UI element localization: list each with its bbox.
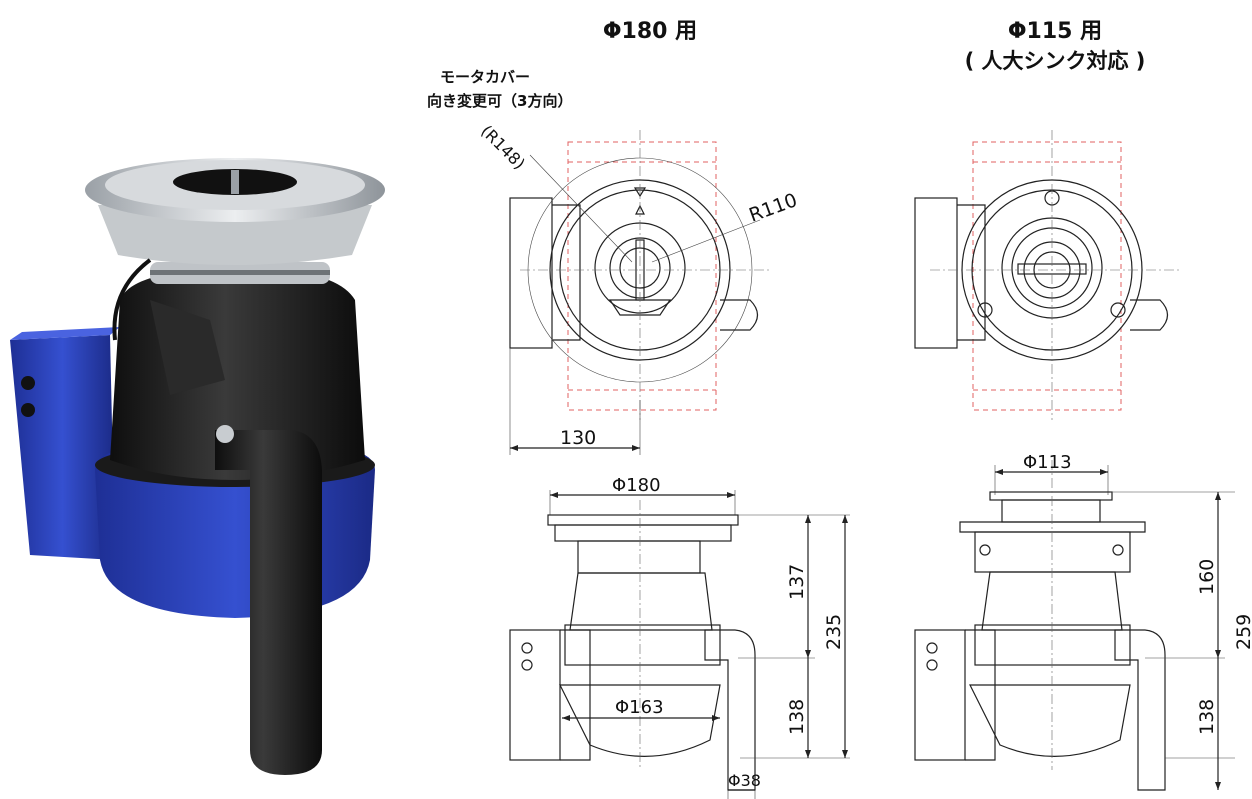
dim-d180: Φ180 [612, 475, 661, 496]
motor-cover-note-line1: モータカバー [440, 68, 530, 86]
motor-cover-alt-outline [567, 141, 717, 411]
dim-160: 160 [1196, 559, 1218, 595]
dim-259: 259 [1233, 614, 1252, 650]
dim-d38: Φ38 [728, 771, 761, 790]
variant-115-title: Φ115 用 [1008, 19, 1102, 44]
dim-d163: Φ163 [615, 697, 664, 718]
dim-235: 235 [823, 614, 845, 650]
variant-115-subtitle: ( 人大シンク対応 ) [965, 49, 1146, 73]
variant-180-title: Φ180 用 [603, 19, 697, 44]
dim-137: 137 [786, 564, 808, 600]
dim-r148: (R148) [477, 121, 529, 173]
motor-cover-note-line2: 向き変更可（3方向） [427, 92, 572, 110]
product-photo [10, 158, 385, 775]
dim-138-left: 138 [786, 699, 808, 735]
dim-130: 130 [560, 427, 596, 449]
top-view-115 [914, 130, 1180, 420]
dim-d113: Φ113 [1023, 452, 1072, 473]
top-view-180 [509, 130, 770, 455]
dim-138-right: 138 [1196, 699, 1218, 735]
dim-r110: R110 [746, 189, 800, 227]
side-view-180 [509, 490, 850, 799]
side-view-115 [914, 460, 1235, 791]
